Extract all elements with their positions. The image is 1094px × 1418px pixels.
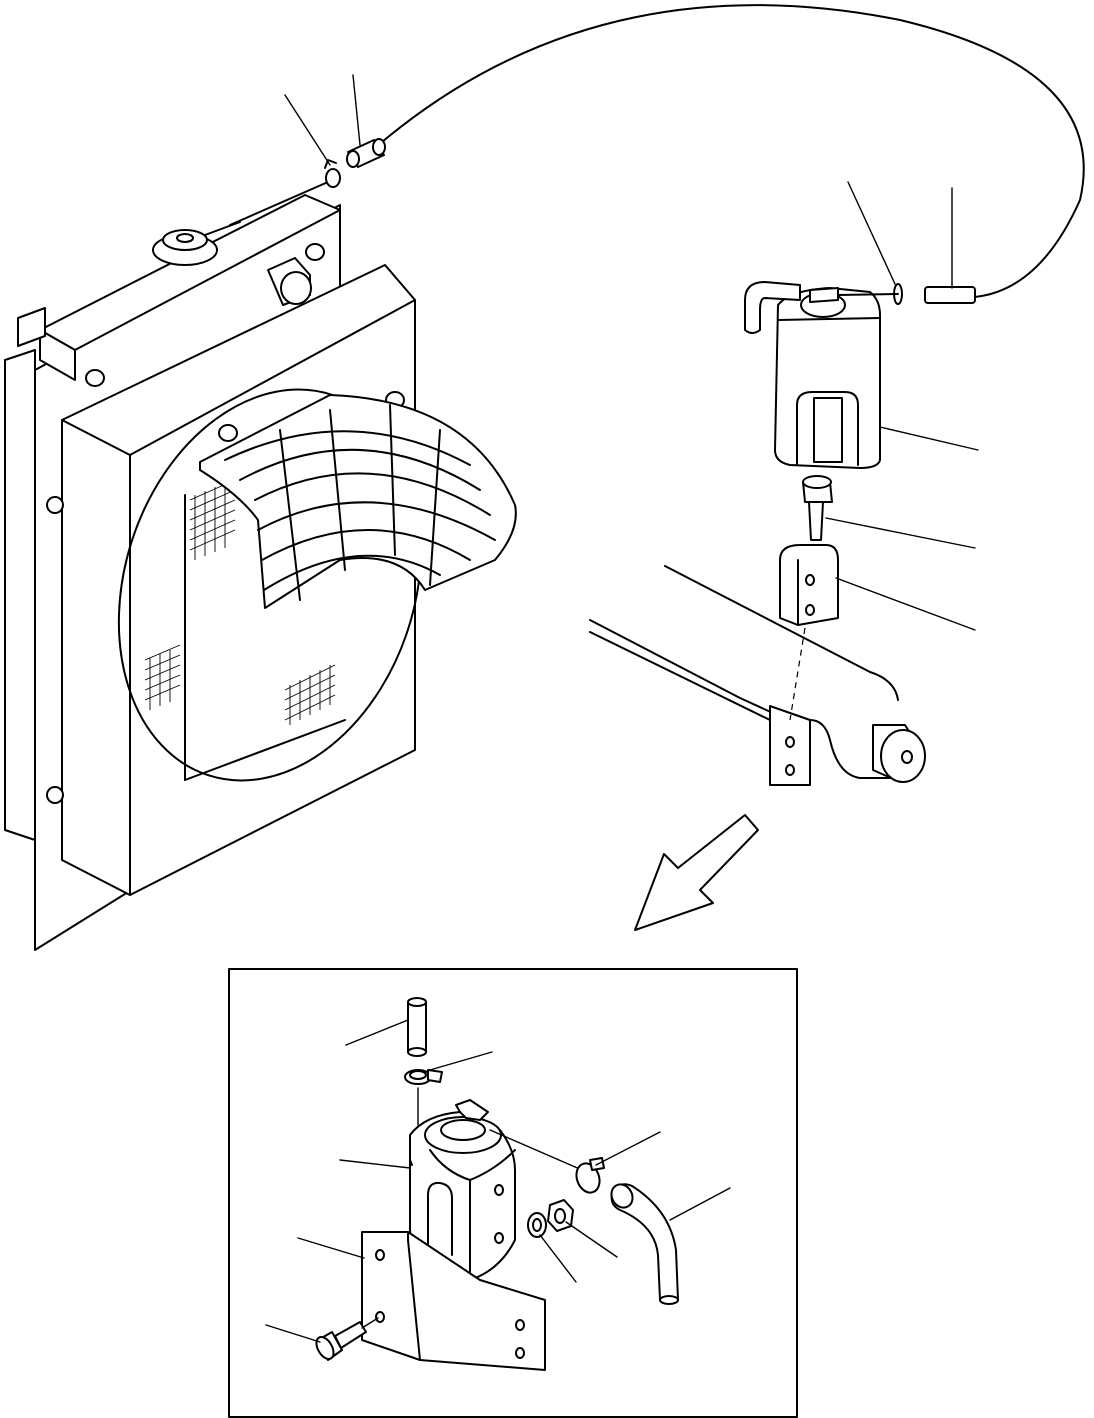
reserve-tank [745,282,898,468]
hose-icon [408,998,426,1056]
hose-sleeve-icon [347,139,385,167]
overflow-hose [230,5,1084,304]
detail-view [229,969,797,1417]
washer-icon [528,1213,546,1237]
hose-clamp-icon [573,1158,604,1196]
frame-support [590,566,925,785]
tank-bracket [780,545,838,625]
direction-arrow-icon [635,815,758,930]
radiator-assembly [5,195,516,950]
leader-lines-detail [266,1020,730,1342]
elbow-hose-icon [607,1181,678,1304]
radiator-inlet-icon [18,258,311,346]
hose-clamp-icon [405,1070,442,1084]
bolt-icon [47,244,404,803]
bolt-icon [313,1318,378,1362]
bolt-icon [803,476,832,540]
hose-clamp-icon [325,160,340,187]
hose-sleeve-icon [925,287,975,303]
radiator-cap-icon [153,222,240,265]
bracket-plate [362,1232,545,1370]
fan-guard [200,395,516,608]
nut-icon [548,1200,573,1231]
leader-lines-upper [285,75,978,630]
